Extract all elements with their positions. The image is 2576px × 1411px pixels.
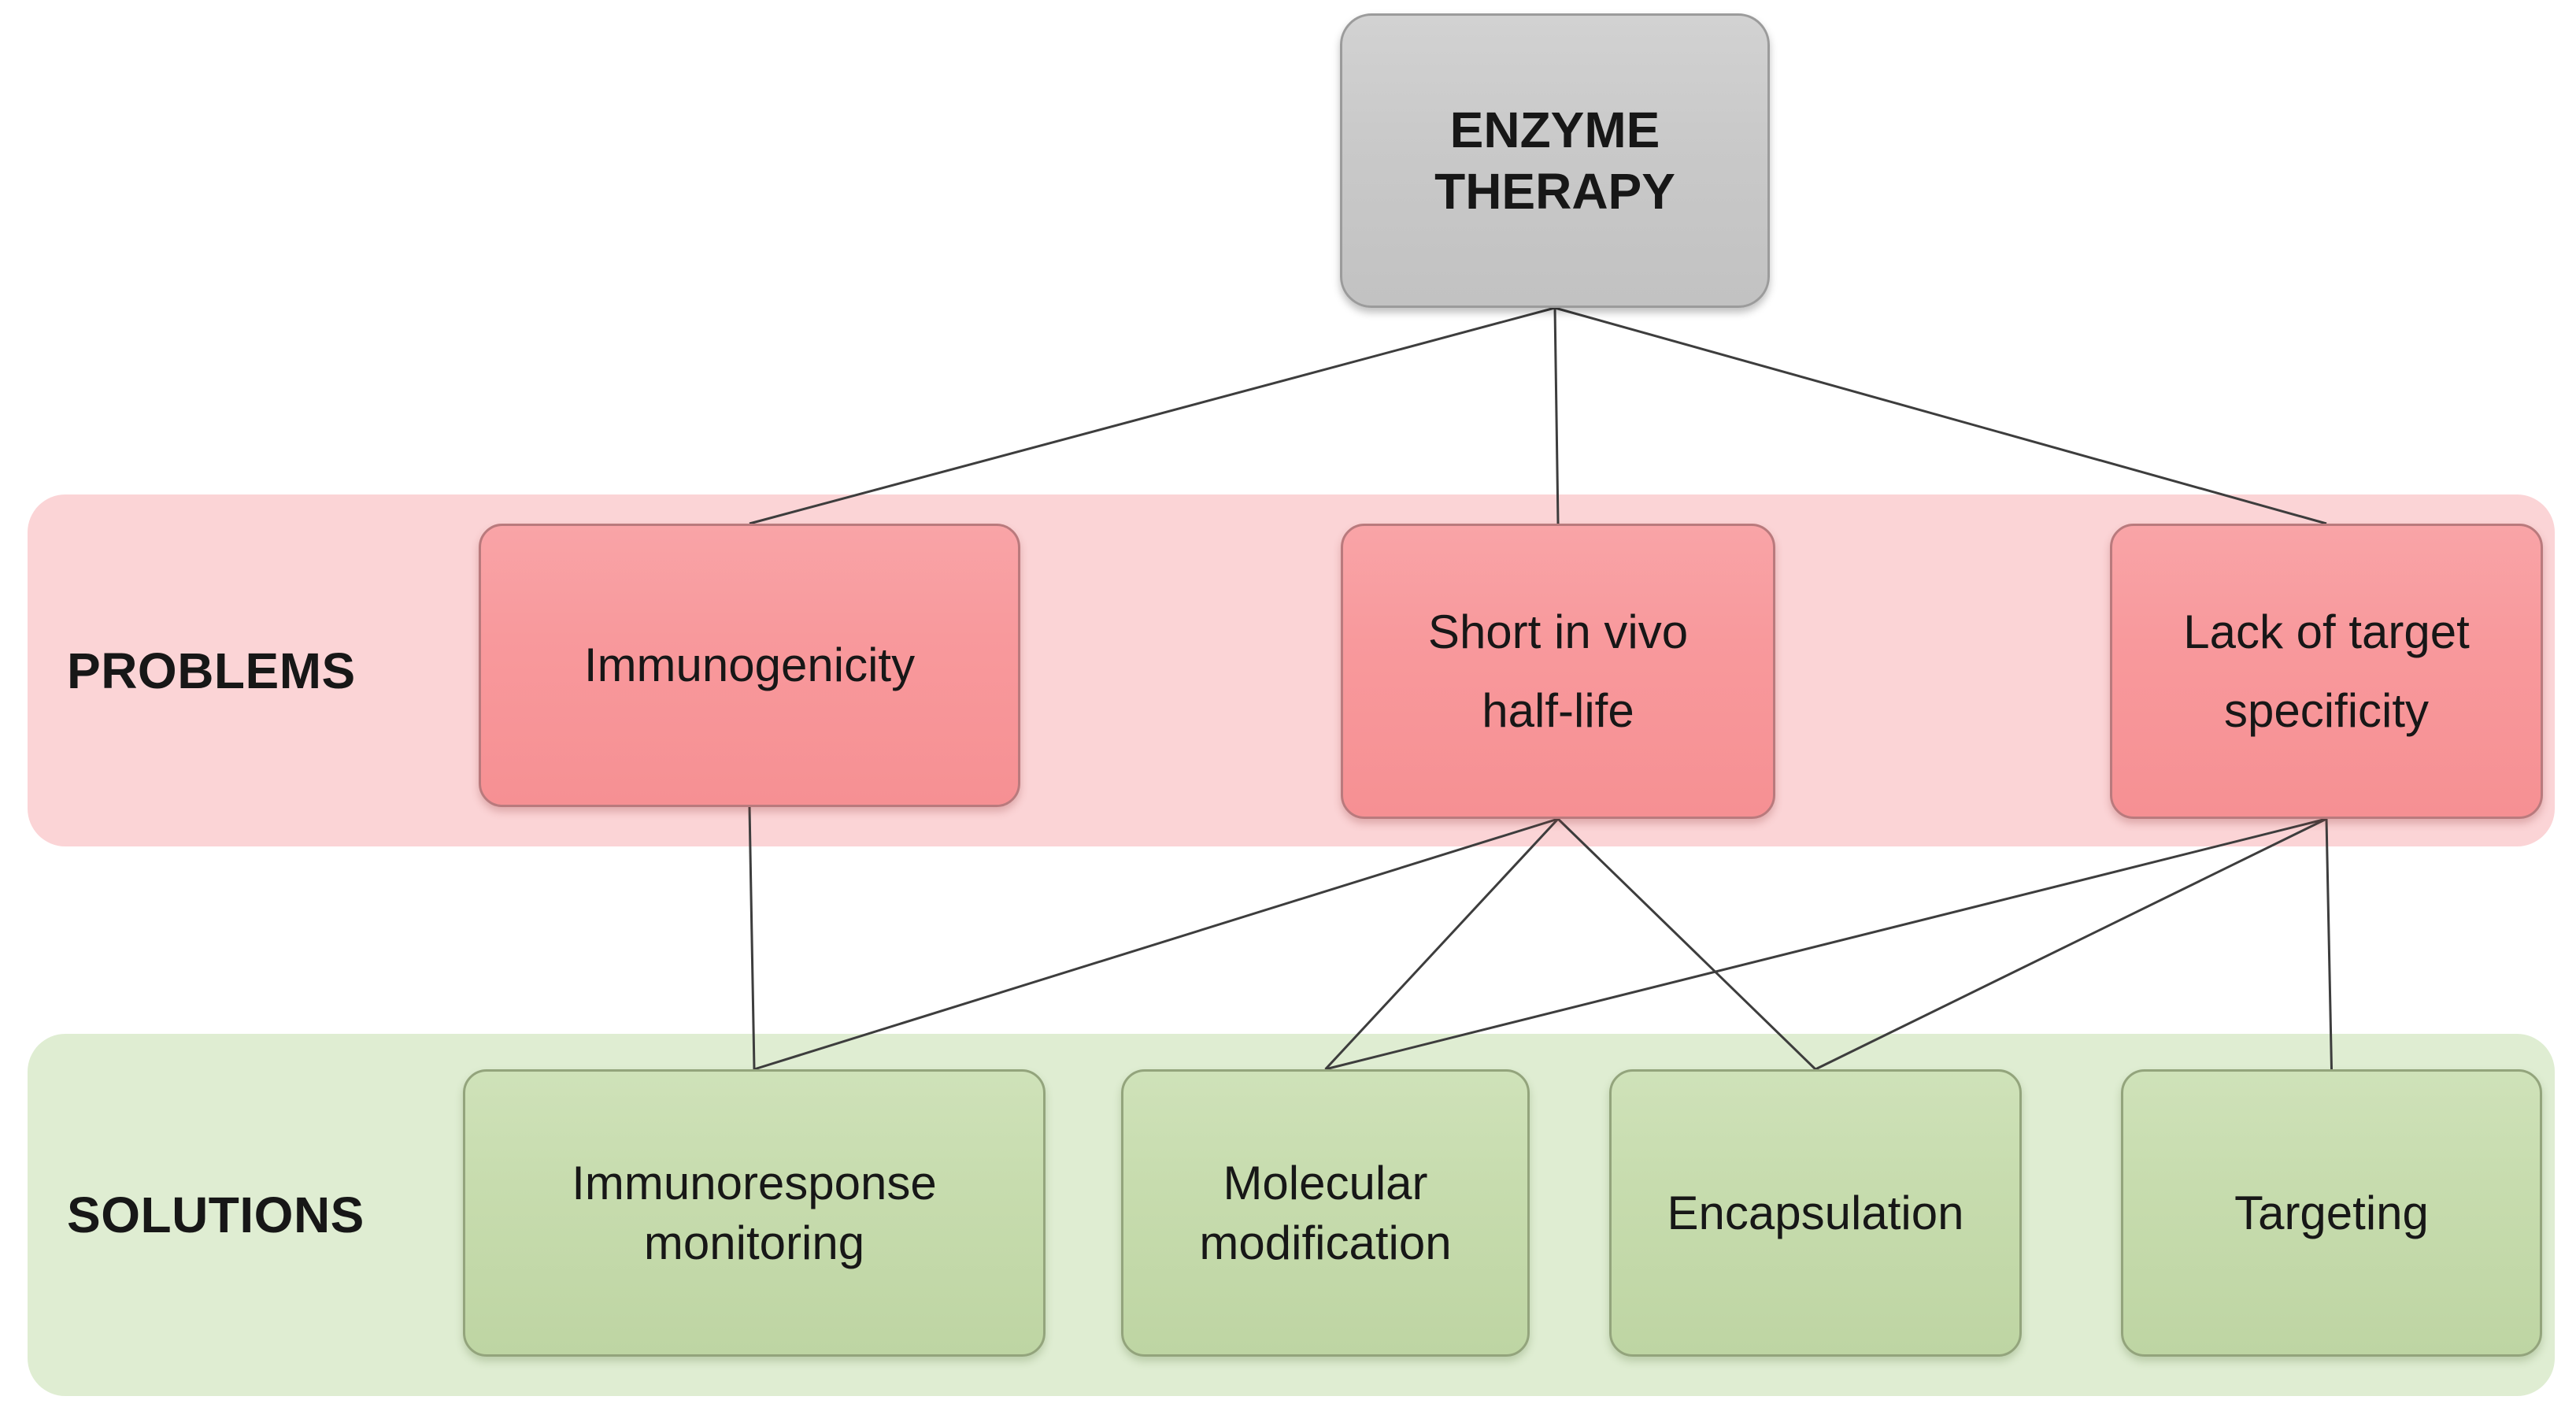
problems-band-label: PROBLEMS (67, 642, 356, 699)
node-lack-of-target-specificity: Lack of target specificity (2110, 524, 2543, 819)
node-immunoresponse-monitoring: Immunoresponse monitoring (463, 1069, 1046, 1357)
node-enzyme-therapy-label: ENZYME THERAPY (1434, 102, 1675, 220)
node-encapsulation: Encapsulation (1609, 1069, 2022, 1357)
node-immunoresponse-monitoring-label: Immunoresponse monitoring (572, 1156, 937, 1269)
solutions-band-label: SOLUTIONS (67, 1187, 365, 1243)
node-targeting-label: Targeting (2234, 1186, 2429, 1239)
node-enzyme-therapy: ENZYME THERAPY (1340, 13, 1770, 308)
node-immunogenicity: Immunogenicity (479, 524, 1020, 807)
node-short-in-vivo-half-life-label: Short in vivo half-life (1427, 605, 1689, 737)
node-encapsulation-label: Encapsulation (1667, 1186, 1964, 1239)
node-immunogenicity-label: Immunogenicity (583, 639, 916, 691)
node-lack-of-target-specificity-label: Lack of target specificity (2183, 605, 2470, 737)
node-molecular-modification-label: Molecular modification (1199, 1156, 1452, 1269)
node-targeting: Targeting (2121, 1069, 2542, 1357)
node-molecular-modification: Molecular modification (1121, 1069, 1530, 1357)
node-short-in-vivo-half-life: Short in vivo half-life (1341, 524, 1775, 819)
